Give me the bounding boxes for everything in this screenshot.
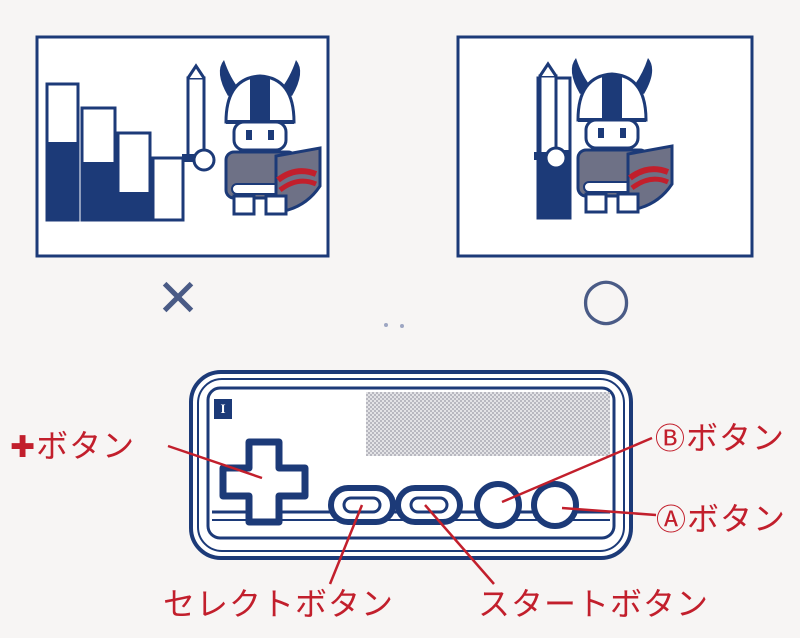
- b-button[interactable]: [477, 484, 519, 526]
- screen-wrong: [37, 37, 328, 256]
- controller-number: I: [214, 400, 232, 418]
- a-button[interactable]: [534, 484, 576, 526]
- wrong-mark: ✕: [148, 272, 208, 326]
- dpad-label: ✚ボタン: [10, 430, 135, 463]
- b-button-label-text: ボタン: [686, 419, 785, 457]
- a-button-label-text: ボタン: [687, 500, 786, 538]
- right-mark: ○: [574, 268, 638, 328]
- dpad-cross-icon: ✚: [10, 430, 36, 465]
- dpad-label-text: ボタン: [36, 427, 135, 465]
- start-button-label: スタートボタン: [478, 588, 709, 620]
- b-button-label: Ⓑボタン: [655, 422, 785, 455]
- b-circle-icon: Ⓑ: [655, 422, 686, 457]
- a-button-label: Ⓐボタン: [656, 503, 786, 536]
- select-button-label: セレクトボタン: [163, 588, 394, 620]
- a-circle-icon: Ⓐ: [656, 503, 687, 538]
- controller-grille: [366, 392, 610, 456]
- separator-dots: [384, 323, 404, 328]
- start-button[interactable]: [398, 488, 460, 522]
- screen-right: [458, 37, 752, 256]
- controller-pad: [191, 372, 631, 558]
